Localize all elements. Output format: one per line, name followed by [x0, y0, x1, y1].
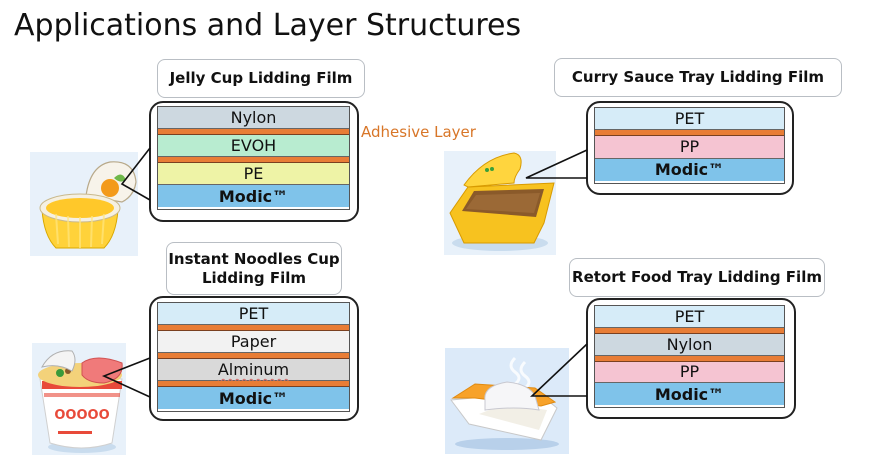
page-title: Applications and Layer Structures: [14, 8, 522, 43]
layer-pet: PET: [595, 108, 784, 131]
adhesive-layer: [595, 355, 784, 362]
adhesive-layer: [158, 353, 349, 359]
layer-pet: PET: [158, 303, 349, 325]
layer-pe: PE: [158, 163, 349, 185]
layer-modic: Modic™: [595, 158, 784, 181]
layer-pp: PP: [595, 361, 784, 384]
adhesive-layer: [158, 381, 349, 387]
layer-label: Paper: [230, 332, 277, 351]
adhesive-layer-label: Adhesive Layer: [361, 123, 476, 141]
adhesive-layer: [595, 130, 784, 137]
layer-label: PET: [674, 306, 705, 326]
noodle-cup-label: OOOOO: [54, 408, 109, 423]
curry-sauce-tray-title-text: Curry Sauce Tray Lidding Film: [571, 68, 825, 86]
curry-sauce-tray-title: Curry Sauce Tray Lidding Film: [554, 58, 842, 97]
layer-evoh: EVOH: [158, 135, 349, 157]
adhesive-layer: [158, 325, 349, 331]
curry-tray-icon: [444, 151, 556, 255]
adhesive-layer: [158, 129, 349, 135]
layer-label: PP: [679, 137, 700, 157]
layer-label: PE: [243, 164, 264, 183]
layer-label: Modic™: [654, 384, 725, 404]
retort-food-tray-title-text: Retort Food Tray Lidding Film: [572, 268, 822, 286]
instant-noodles-cup-title-line1: Instant Noodles Cup: [168, 249, 340, 268]
layer-nylon: Nylon: [595, 333, 784, 356]
layer-label: PET: [238, 304, 269, 323]
layer-pp: PP: [595, 136, 784, 159]
adhesive-layer: [158, 157, 349, 163]
layer-label: PET: [674, 109, 705, 129]
curry-sauce-tray-layer-stack: PET PP Modic™: [594, 107, 785, 184]
layer-label: Alminum: [217, 360, 290, 379]
instant-noodles-cup-title: Instant Noodles Cup Lidding Film: [166, 242, 342, 295]
layer-alminum: Alminum: [158, 359, 349, 381]
layer-label: Modic™: [654, 160, 725, 180]
layer-modic: Modic™: [595, 383, 784, 405]
jelly-cup-title: Jelly Cup Lidding Film: [157, 59, 365, 98]
layer-modic: Modic™: [158, 185, 349, 207]
instant-noodles-cup-title-line2: Lidding Film: [201, 268, 307, 287]
layer-label: Nylon: [230, 108, 277, 127]
retort-food-tray-title: Retort Food Tray Lidding Film: [569, 258, 825, 297]
retort-tray-icon: [445, 348, 569, 454]
layer-modic: Modic™: [158, 387, 349, 409]
layer-label: PP: [679, 362, 700, 382]
layer-pet: PET: [595, 306, 784, 328]
jelly-cup-icon: [30, 152, 138, 256]
layer-label: Nylon: [666, 334, 713, 354]
noodle-cup-icon: OOOOO: [32, 343, 126, 455]
layer-paper: Paper: [158, 331, 349, 353]
layer-nylon: Nylon: [158, 107, 349, 129]
layer-label: Modic™: [218, 388, 289, 408]
layer-label: Modic™: [218, 186, 289, 206]
jelly-cup-title-text: Jelly Cup Lidding Film: [169, 69, 353, 87]
layer-label: EVOH: [230, 136, 277, 155]
adhesive-layer: [595, 327, 784, 334]
